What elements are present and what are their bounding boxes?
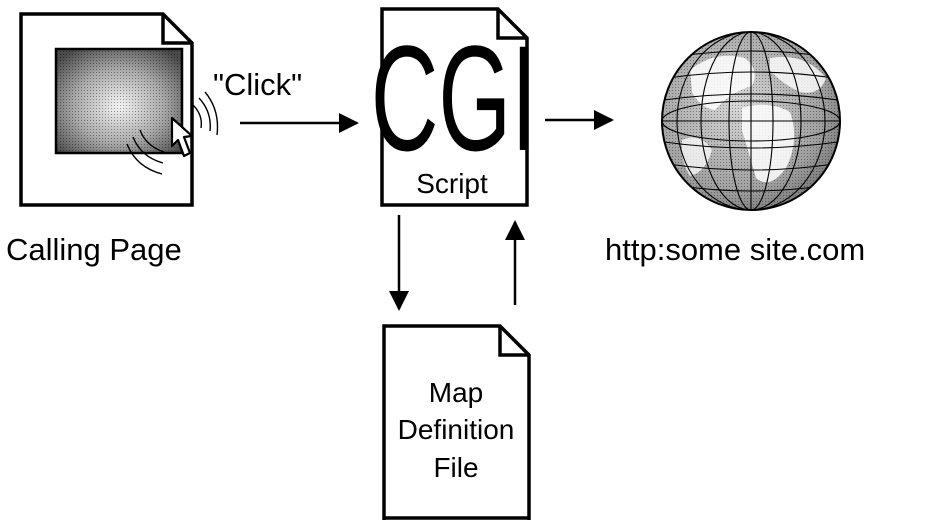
map-def-line-3: File xyxy=(433,452,478,483)
map-def-line-2: Definition xyxy=(398,414,515,445)
map-def-line-1: Map xyxy=(429,377,483,408)
globe-icon xyxy=(661,31,841,211)
site-label: http:some site.com xyxy=(605,232,865,267)
pointer-icon xyxy=(170,116,194,158)
map-definition-file-icon: Map Definition File xyxy=(382,324,531,520)
calling-page-label: Calling Page xyxy=(6,232,182,267)
cgi-big-text: CGI xyxy=(371,16,537,183)
script-label: Script xyxy=(416,168,488,199)
click-label: "Click" xyxy=(213,67,302,102)
cgi-script-icon: CGI Script xyxy=(371,7,537,207)
calling-page-icon xyxy=(19,12,219,207)
click-vibration-lines xyxy=(126,91,219,175)
